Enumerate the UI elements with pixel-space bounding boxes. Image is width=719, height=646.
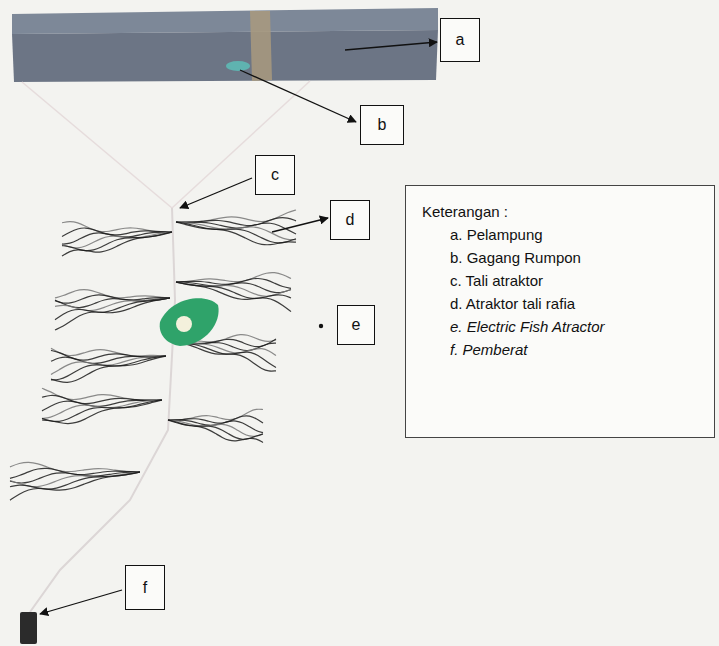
rope xyxy=(22,82,172,208)
callout-label: f xyxy=(143,579,147,597)
callout-label: a xyxy=(456,31,465,49)
raffia-strand xyxy=(176,210,296,222)
raffia-strand xyxy=(176,222,296,245)
raffia-strand xyxy=(42,388,162,400)
raffia-strand xyxy=(176,222,296,243)
raffia-strand xyxy=(51,356,166,382)
leader-line xyxy=(40,590,122,614)
raffia-strand xyxy=(10,472,140,487)
raffia-strand xyxy=(55,298,170,330)
raffia-strand xyxy=(168,420,263,439)
leader-line xyxy=(272,218,328,232)
legend-item: e. Electric Fish Atractor xyxy=(422,315,700,338)
electric-fish-attractor xyxy=(160,298,219,346)
leader-line xyxy=(240,70,356,122)
callout-label: b xyxy=(378,116,387,134)
legend-heading: Keterangan : xyxy=(422,200,700,223)
raffia-strand xyxy=(55,298,170,311)
callout-letter: d xyxy=(330,200,370,240)
legend-item: a. Pelampung xyxy=(422,223,700,246)
raffia-strand xyxy=(176,282,291,293)
legend-item: b. Gagang Rumpon xyxy=(422,246,700,269)
leader-line xyxy=(345,42,437,50)
attractor-lamp xyxy=(176,316,192,332)
callout-letter: a xyxy=(440,18,480,62)
raffia-strand xyxy=(168,409,263,420)
raffia-strand xyxy=(10,462,140,472)
raffia-strand xyxy=(168,420,263,442)
raffia-attractors xyxy=(10,210,296,500)
legend-item: f. Pemberat xyxy=(422,338,700,361)
rope xyxy=(172,81,310,208)
raffia-strand xyxy=(62,222,172,232)
raffia-strand xyxy=(176,218,296,226)
callout-label: d xyxy=(346,211,355,229)
raffia-strand xyxy=(62,232,172,256)
float-band xyxy=(250,11,272,81)
float-front xyxy=(12,30,438,82)
raffia-strand xyxy=(10,472,140,500)
callout-label: c xyxy=(271,166,279,184)
raffia-strand xyxy=(176,273,291,282)
attractor-rope xyxy=(30,208,175,612)
leader-dot xyxy=(319,324,323,328)
raffia-strand xyxy=(42,400,162,424)
callout-label: e xyxy=(352,316,361,334)
raffia-strand xyxy=(51,356,166,380)
leader-line xyxy=(180,178,252,208)
callout-letter: b xyxy=(360,105,404,145)
callout-letter: f xyxy=(125,565,165,610)
raffia-strand xyxy=(176,282,291,296)
weight xyxy=(20,612,37,644)
raffia-strand xyxy=(10,472,140,489)
legend-item: d. Atraktor tali rafia xyxy=(422,292,700,315)
float-top xyxy=(12,8,438,34)
callout-letter: c xyxy=(255,155,295,195)
raffia-strand xyxy=(176,342,276,371)
rumpon-stem xyxy=(226,61,250,71)
legend-item: c. Tali atraktor xyxy=(422,269,700,292)
raffia-strand xyxy=(176,282,291,298)
raffia-strand xyxy=(62,232,172,251)
legend-box: Keterangan :a. Pelampungb. Gagang Rumpon… xyxy=(405,185,715,438)
callout-letter: e xyxy=(337,305,375,345)
